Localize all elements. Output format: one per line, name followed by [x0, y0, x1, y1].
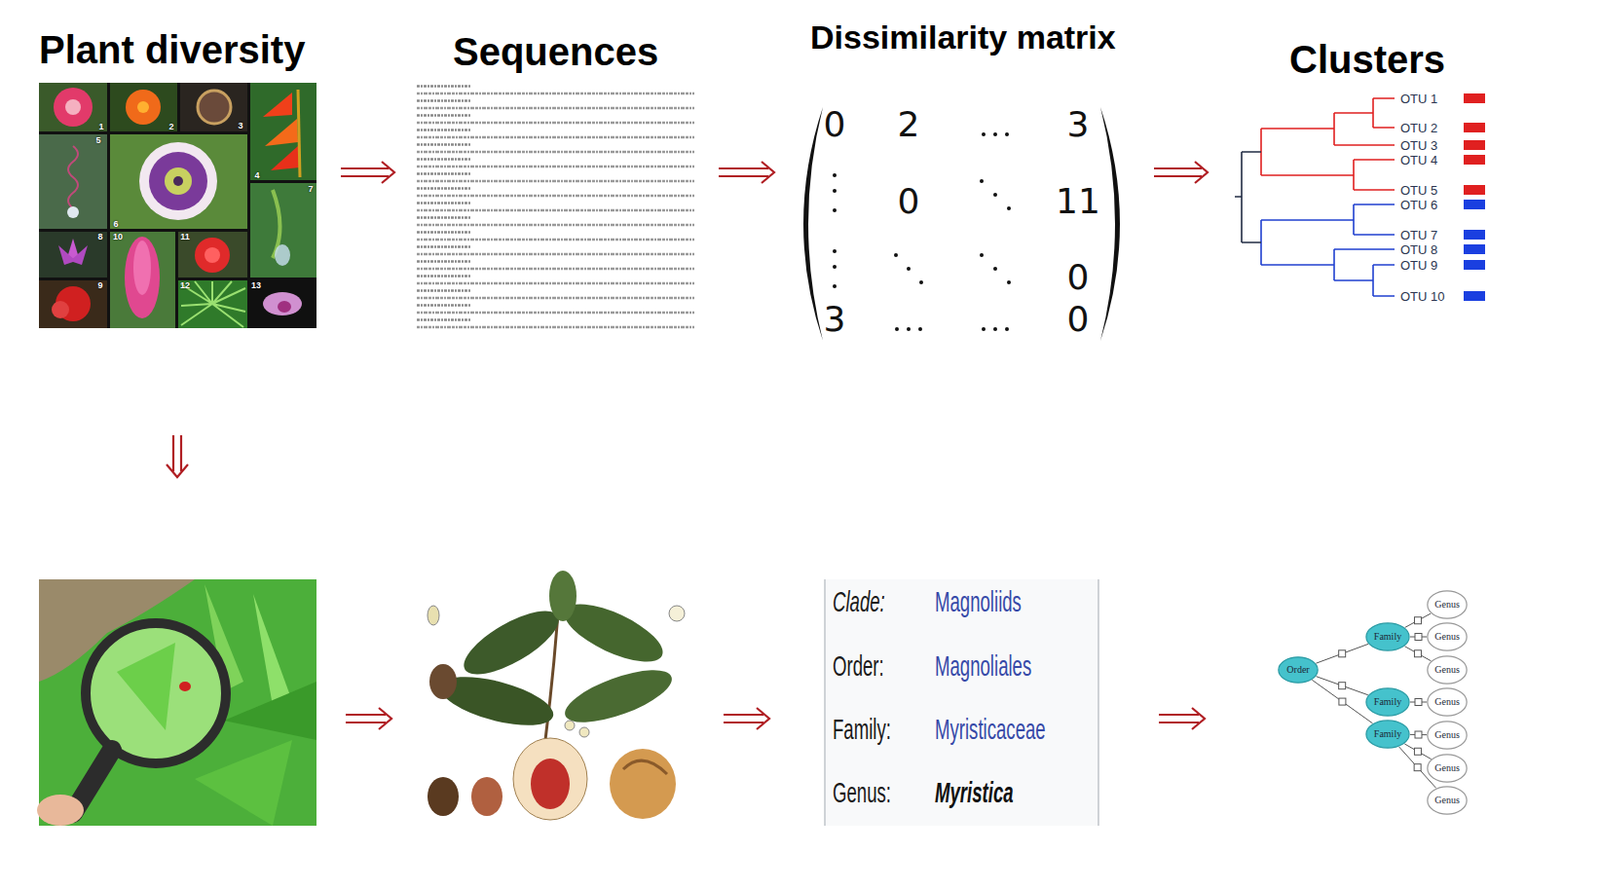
graph-edge: [1404, 646, 1431, 662]
double-arrow: [1153, 161, 1208, 184]
taxon-rank: Genus:: [832, 778, 892, 808]
cluster-swatch: [1463, 93, 1486, 301]
graph-edge: [1405, 613, 1432, 628]
matrix-drawing: [803, 107, 1120, 341]
panel-heading: Plant diversity: [38, 27, 305, 73]
matrix-entry: 11: [1055, 184, 1101, 220]
panel-heading: Clusters: [1289, 37, 1446, 82]
otu-label: OTU 7: [1400, 228, 1438, 242]
panel-heading: Dissimilarity matrix: [810, 18, 1117, 57]
node-label: Genus: [1434, 599, 1460, 610]
otu-label: OTU 6: [1400, 198, 1438, 212]
node-label: Genus: [1434, 697, 1460, 707]
panel: Sequences: [394, 27, 719, 334]
callout-number: 6: [112, 220, 118, 229]
matrix-entry: 3: [1067, 107, 1090, 143]
graph-edge: [1410, 731, 1427, 739]
graph-edge: [1315, 643, 1369, 664]
callout-number: 9: [97, 281, 103, 291]
callout-number: 1: [98, 122, 104, 132]
botanical-illustration: [418, 570, 694, 823]
otu-label: OTU 4: [1400, 153, 1438, 167]
otu-label: OTU 3: [1400, 139, 1438, 152]
node-label: Genus: [1434, 730, 1460, 741]
dendrogram: [1234, 98, 1395, 297]
node-label: Genus: [1434, 795, 1460, 806]
sequence-listing: [416, 83, 700, 330]
graph-node: Order: [1277, 656, 1319, 684]
callout-number: 13: [251, 281, 261, 291]
node-label: Family: [1374, 729, 1402, 740]
graph-node: Genus: [1426, 687, 1468, 717]
plant-photo-collage: [38, 82, 317, 329]
callout-number: 3: [237, 121, 243, 131]
panel: Dissimilarity matrix: [774, 14, 1154, 346]
otu-label: OTU 10: [1400, 290, 1446, 303]
taxon-name: Myristica: [934, 778, 1014, 808]
matrix-entry: 0: [1067, 301, 1090, 337]
taxon-rank: Family:: [832, 714, 892, 745]
panel-heading: Sequences: [452, 29, 659, 75]
taxonomy-box: [824, 579, 1099, 826]
matrix-entry: 0: [823, 107, 847, 143]
otu-label: OTU 2: [1400, 121, 1438, 135]
node-label: Genus: [1434, 763, 1460, 774]
callout-number: 2: [168, 122, 174, 132]
node-label: Genus: [1434, 632, 1460, 642]
callout-number: 10: [112, 232, 123, 242]
callout-number: 5: [95, 136, 101, 146]
taxon-name: Magnoliales: [934, 651, 1032, 681]
graph-node: Genus: [1426, 655, 1468, 685]
graph-node: Family: [1365, 719, 1411, 749]
matrix-entry: 0: [1067, 260, 1090, 296]
graph-edge: [1410, 633, 1427, 641]
graph-node: Genus: [1426, 720, 1468, 750]
node-label: Family: [1374, 632, 1402, 642]
graph-node: Genus: [1426, 753, 1468, 783]
otu-label: OTU 8: [1400, 243, 1438, 257]
taxon-rank: Order:: [832, 651, 885, 681]
graph-node: Genus: [1426, 622, 1468, 652]
node-label: Order: [1286, 665, 1309, 675]
matrix-entry: 3: [823, 301, 847, 337]
matrix-entry: 0: [897, 184, 921, 220]
taxon-name: Myristicaceae: [934, 714, 1046, 745]
callout-number: 11: [180, 232, 190, 242]
graph-node: Genus: [1426, 590, 1468, 620]
matrix-entry: 2: [897, 107, 921, 143]
graph-edge: [1410, 699, 1427, 707]
graph-edge: [1311, 679, 1373, 724]
node-label: Genus: [1434, 665, 1460, 675]
double-arrow: [718, 161, 775, 184]
graph-node: Family: [1365, 687, 1411, 717]
panel: Clusters: [1207, 29, 1495, 307]
graph-node: Family: [1365, 622, 1411, 652]
otu-label: OTU 9: [1400, 259, 1438, 272]
taxon-name: Magnoliids: [934, 587, 1022, 617]
graph-node: Genus: [1426, 785, 1468, 816]
field-photo: [37, 579, 317, 826]
callout-number: 7: [307, 185, 313, 194]
callout-number: 8: [97, 232, 103, 242]
node-label: Family: [1374, 697, 1402, 707]
graph-edge: [1315, 676, 1368, 696]
callout-number: 12: [180, 281, 190, 291]
double-arrow: [340, 161, 395, 184]
otu-label: OTU 5: [1400, 184, 1438, 197]
otu-label: OTU 1: [1400, 92, 1438, 106]
taxon-rank: Clade:: [832, 587, 886, 617]
callout-number: 4: [254, 171, 260, 181]
